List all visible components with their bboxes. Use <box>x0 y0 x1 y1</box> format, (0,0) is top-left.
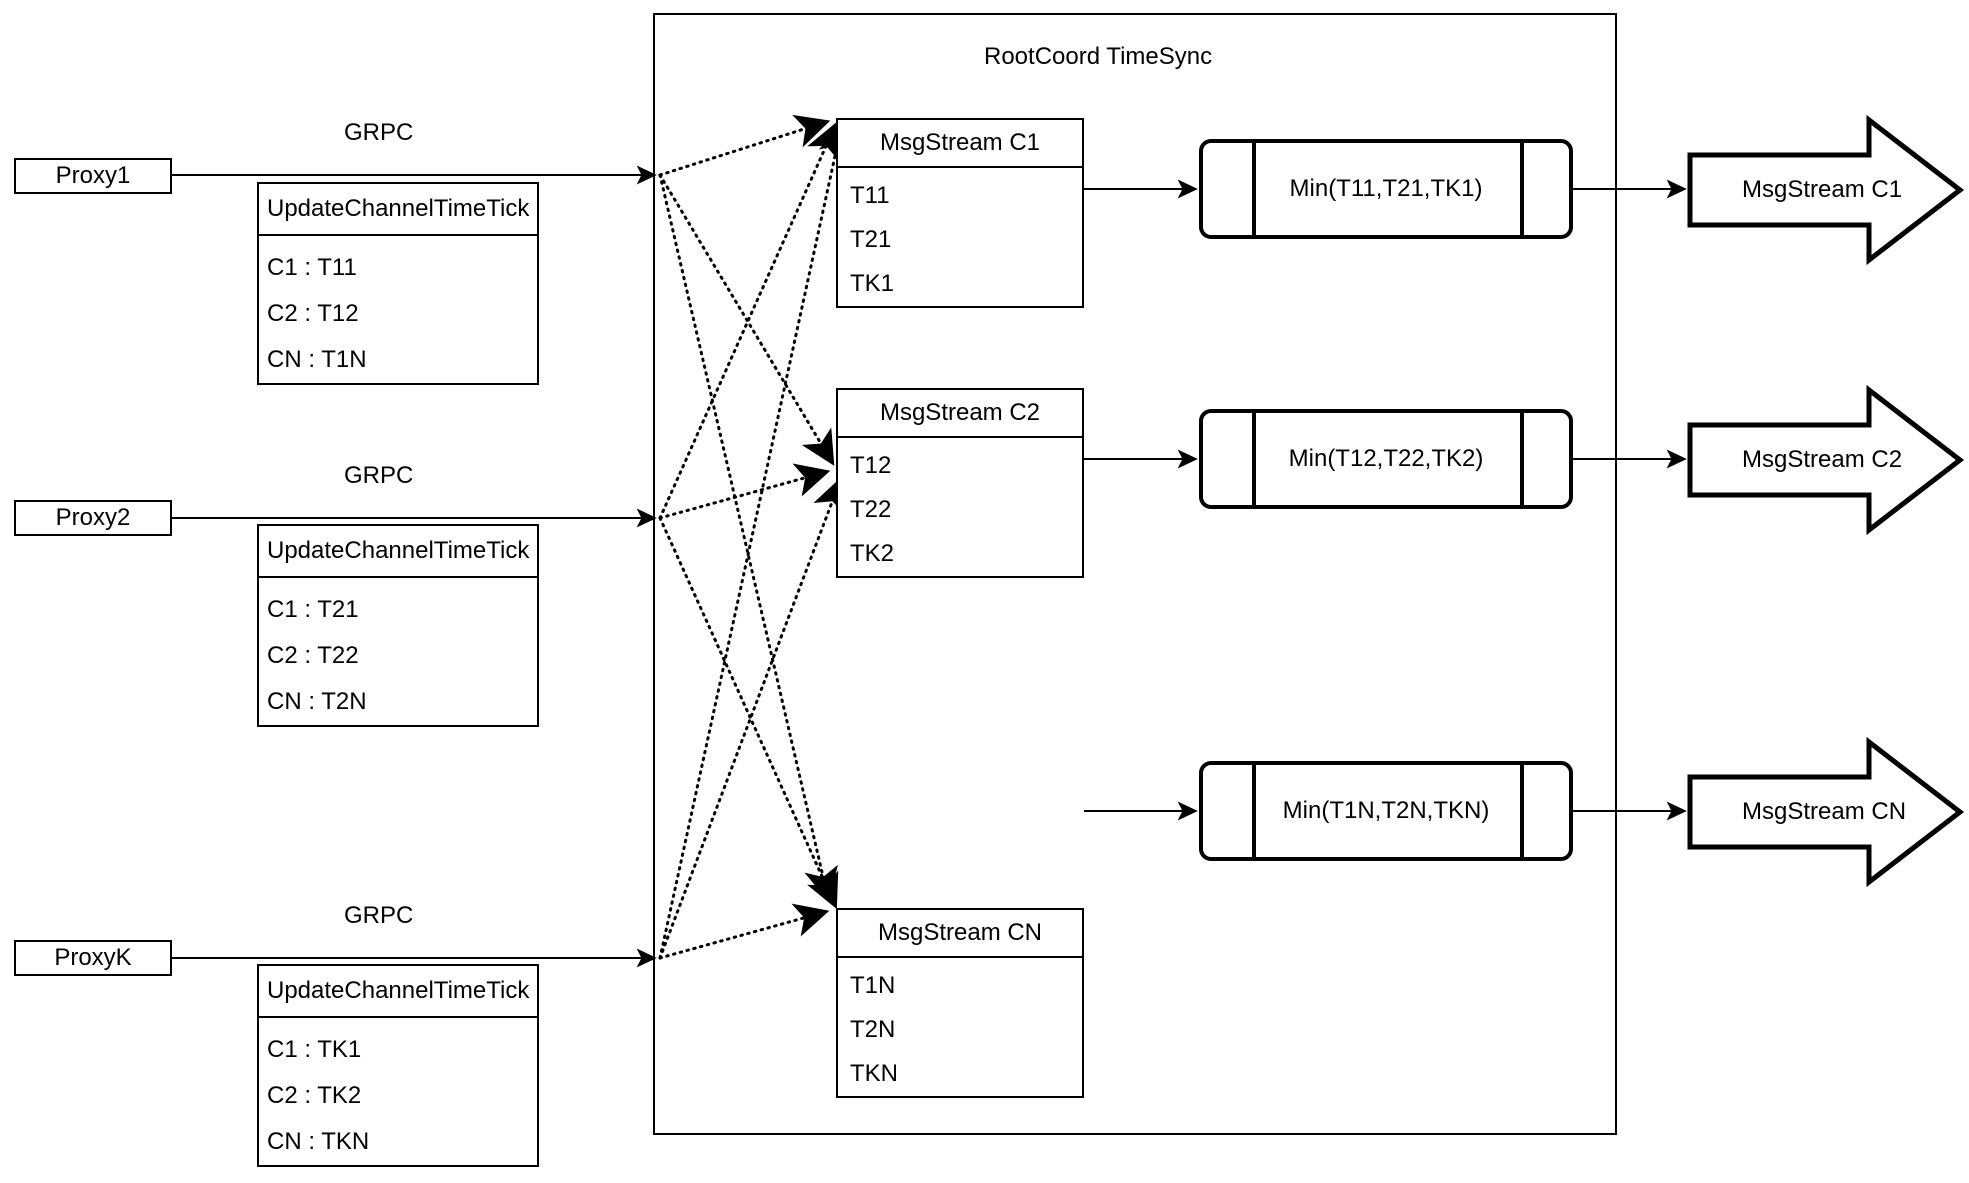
min-process-label-cn: Min(T1N,T2N,TKN) <box>1282 797 1490 824</box>
tick-card-rows-1: C1 : T11 C2 : T12 CN : T1N <box>259 236 537 383</box>
tick-card-k: UpdateChannelTimeTick C1 : TK1 C2 : TK2 … <box>257 964 539 1167</box>
msgstream-tick-row: T12 <box>850 452 892 479</box>
process-bar-left <box>1252 761 1256 861</box>
msgstream-tick-row: T22 <box>850 496 892 523</box>
tick-card-title-2: UpdateChannelTimeTick <box>259 526 537 578</box>
msgstream-title-c2: MsgStream C2 <box>838 390 1082 438</box>
output-msgstream-label-cn: MsgStream CN <box>1742 798 1907 825</box>
msgstream-rows-c1: T11 T21 TK1 <box>838 168 1082 306</box>
proxy-label-1: Proxy1 <box>55 162 131 189</box>
grpc-label-1: GRPC <box>344 119 414 146</box>
msgstream-rows-cn: T1N T2N TKN <box>838 958 1082 1096</box>
min-process-label-c1: Min(T11,T21,TK1) <box>1289 175 1483 202</box>
output-msgstream-c2: MsgStream C2 <box>1690 425 1960 495</box>
output-msgstream-cn: MsgStream CN <box>1690 777 1960 847</box>
min-process-c1: Min(T11,T21,TK1) <box>1199 139 1573 239</box>
tick-card-2: UpdateChannelTimeTick C1 : T21 C2 : T22 … <box>257 524 539 727</box>
proxy-label-k: ProxyK <box>54 944 132 971</box>
tick-card-1: UpdateChannelTimeTick C1 : T11 C2 : T12 … <box>257 182 539 385</box>
output-arrow-shapes <box>1687 114 1965 888</box>
process-bar-left <box>1252 409 1256 509</box>
tick-card-rows-2: C1 : T21 C2 : T22 CN : T2N <box>259 578 537 725</box>
tick-row: CN : T1N <box>267 346 367 373</box>
tick-card-rows-k: C1 : TK1 C2 : TK2 CN : TKN <box>259 1018 537 1165</box>
msgstream-tick-row: T1N <box>850 972 896 999</box>
msgstream-tick-row: T11 <box>850 182 890 209</box>
rootcoord-timesync-container <box>653 13 1617 1135</box>
msgstream-tick-row: T2N <box>850 1016 896 1043</box>
msgstream-box-c2: MsgStream C2 T12 T22 TK2 <box>836 388 1084 578</box>
rootcoord-timesync-title: RootCoord TimeSync <box>984 43 1213 70</box>
grpc-label-k: GRPC <box>344 902 414 929</box>
tick-row: CN : TKN <box>267 1128 370 1155</box>
min-process-label-c2: Min(T12,T22,TK2) <box>1288 445 1484 472</box>
msgstream-title-cn: MsgStream CN <box>838 910 1082 958</box>
process-bar-right <box>1520 409 1524 509</box>
process-bar-left <box>1252 139 1256 239</box>
tick-row: C1 : T21 <box>267 596 359 623</box>
msgstream-tick-row: T21 <box>850 226 892 253</box>
tick-row: C1 : T11 <box>267 254 357 281</box>
tick-row: C1 : TK1 <box>267 1036 362 1063</box>
min-process-c2: Min(T12,T22,TK2) <box>1199 409 1573 509</box>
tick-card-title-k: UpdateChannelTimeTick <box>259 966 537 1018</box>
tick-row: CN : T2N <box>267 688 367 715</box>
process-bar-right <box>1520 761 1524 861</box>
tick-row: C2 : T12 <box>267 300 359 327</box>
msgstream-rows-c2: T12 T22 TK2 <box>838 438 1082 576</box>
tick-row: C2 : TK2 <box>267 1082 362 1109</box>
tick-row: C2 : T22 <box>267 642 359 669</box>
output-msgstream-label-c2: MsgStream C2 <box>1742 446 1903 473</box>
proxy-box-k[interactable]: ProxyK <box>14 940 172 976</box>
msgstream-box-c1: MsgStream C1 T11 T21 TK1 <box>836 118 1084 308</box>
grpc-label-2: GRPC <box>344 462 414 489</box>
tick-card-title-1: UpdateChannelTimeTick <box>259 184 537 236</box>
msgstream-tick-row: TK2 <box>850 540 895 567</box>
proxy-box-1[interactable]: Proxy1 <box>14 158 172 194</box>
proxy-label-2: Proxy2 <box>55 504 131 531</box>
output-msgstream-c1: MsgStream C1 <box>1690 155 1960 225</box>
proxy-box-2[interactable]: Proxy2 <box>14 500 172 536</box>
msgstream-tick-row: TKN <box>850 1060 898 1087</box>
output-msgstream-label-c1: MsgStream C1 <box>1742 176 1903 203</box>
process-bar-right <box>1520 139 1524 239</box>
msgstream-title-c1: MsgStream C1 <box>838 120 1082 168</box>
min-process-cn: Min(T1N,T2N,TKN) <box>1199 761 1573 861</box>
msgstream-tick-row: TK1 <box>850 270 895 297</box>
msgstream-box-cn: MsgStream CN T1N T2N TKN <box>836 908 1084 1098</box>
